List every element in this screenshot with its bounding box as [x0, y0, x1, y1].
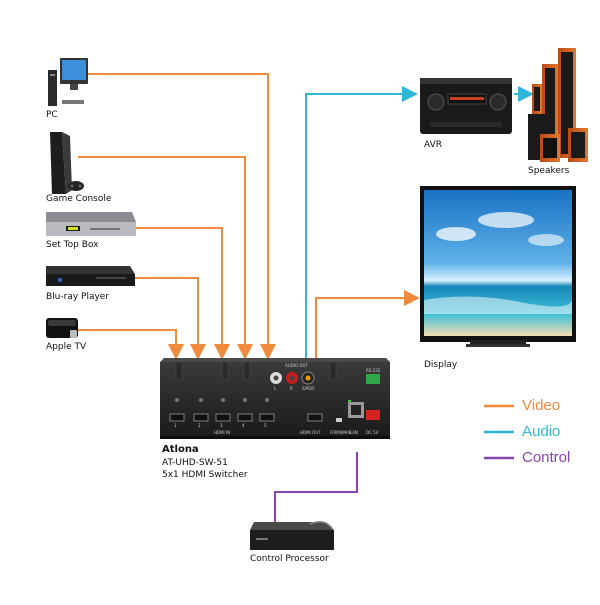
- video-connections: [78, 73, 420, 372]
- legend-label-audio: Audio: [522, 423, 561, 440]
- video-line-bluray: [135, 277, 206, 360]
- port-label-in-2: 2: [198, 423, 201, 428]
- bluray-player-label: Blu-ray Player: [46, 292, 110, 302]
- port-label-in-3: 3: [220, 423, 223, 428]
- port-label-audio-l: L: [274, 386, 277, 391]
- display-icon: [420, 186, 576, 347]
- hdmi-switcher-device: [160, 358, 390, 439]
- audio-line-avr: [305, 86, 418, 372]
- port-label-in-5: 5: [264, 423, 267, 428]
- game-console-label: Game Console: [46, 194, 112, 204]
- set-top-box-label: Set Top Box: [46, 240, 99, 250]
- legend-label-video: Video: [522, 397, 561, 414]
- video-line-game-console: [78, 156, 253, 360]
- port-label-hdmi-out: HDMI OUT: [300, 430, 321, 435]
- video-line-set-top-box: [136, 227, 230, 360]
- speakers-icon: [528, 48, 588, 162]
- pc-label: PC: [46, 110, 58, 120]
- audio-connections: [305, 86, 534, 372]
- video-line-apple-tv: [78, 329, 184, 360]
- port-label-audio-out: AUDIO OUT: [285, 363, 308, 368]
- display-label: Display: [424, 360, 458, 370]
- lan-port: [348, 400, 364, 418]
- firmware-port: [336, 418, 342, 422]
- dc-port: [366, 410, 380, 420]
- port-label-spdif: S/PDIF: [302, 386, 315, 391]
- set-top-box-icon: [46, 212, 136, 236]
- switcher-model: AT-UHD-SW-51: [162, 458, 228, 468]
- port-label-audio-r: R: [290, 386, 293, 391]
- hdmi-in-ports: [169, 398, 275, 422]
- port-label-firmware: FIRMWARE: [330, 430, 352, 435]
- speakers-label: Speakers: [528, 166, 570, 176]
- control-line: [274, 452, 358, 524]
- switcher-description: 5x1 HDMI Switcher: [162, 470, 248, 480]
- port-label-rs232: RS-232: [366, 368, 381, 373]
- port-label-in-4: 4: [242, 423, 245, 428]
- audio-out-ports: [270, 371, 315, 385]
- avr-icon: [420, 78, 512, 134]
- rs232-port: [366, 374, 380, 384]
- apple-tv-label: Apple TV: [46, 342, 87, 352]
- apple-tv-icon: [46, 318, 78, 338]
- control-connections: [274, 452, 358, 524]
- video-line-display: [315, 290, 420, 372]
- control-processor-icon: [250, 521, 334, 550]
- port-label-in-1: 1: [174, 423, 177, 428]
- legend-label-control: Control: [522, 449, 571, 466]
- port-label-dc: DC 5V: [366, 430, 379, 435]
- game-console-icon: [50, 132, 84, 194]
- bluray-player-icon: [46, 266, 135, 286]
- hdmi-out-port: [307, 413, 323, 422]
- port-label-lan: LAN: [350, 430, 359, 435]
- switcher-brand: Atlona: [162, 444, 199, 455]
- pc-icon: [48, 58, 88, 106]
- avr-label: AVR: [424, 140, 442, 150]
- port-label-hdmi-in: HDMI IN: [214, 430, 231, 435]
- video-line-pc: [88, 73, 276, 360]
- control-processor-label: Control Processor: [250, 554, 329, 564]
